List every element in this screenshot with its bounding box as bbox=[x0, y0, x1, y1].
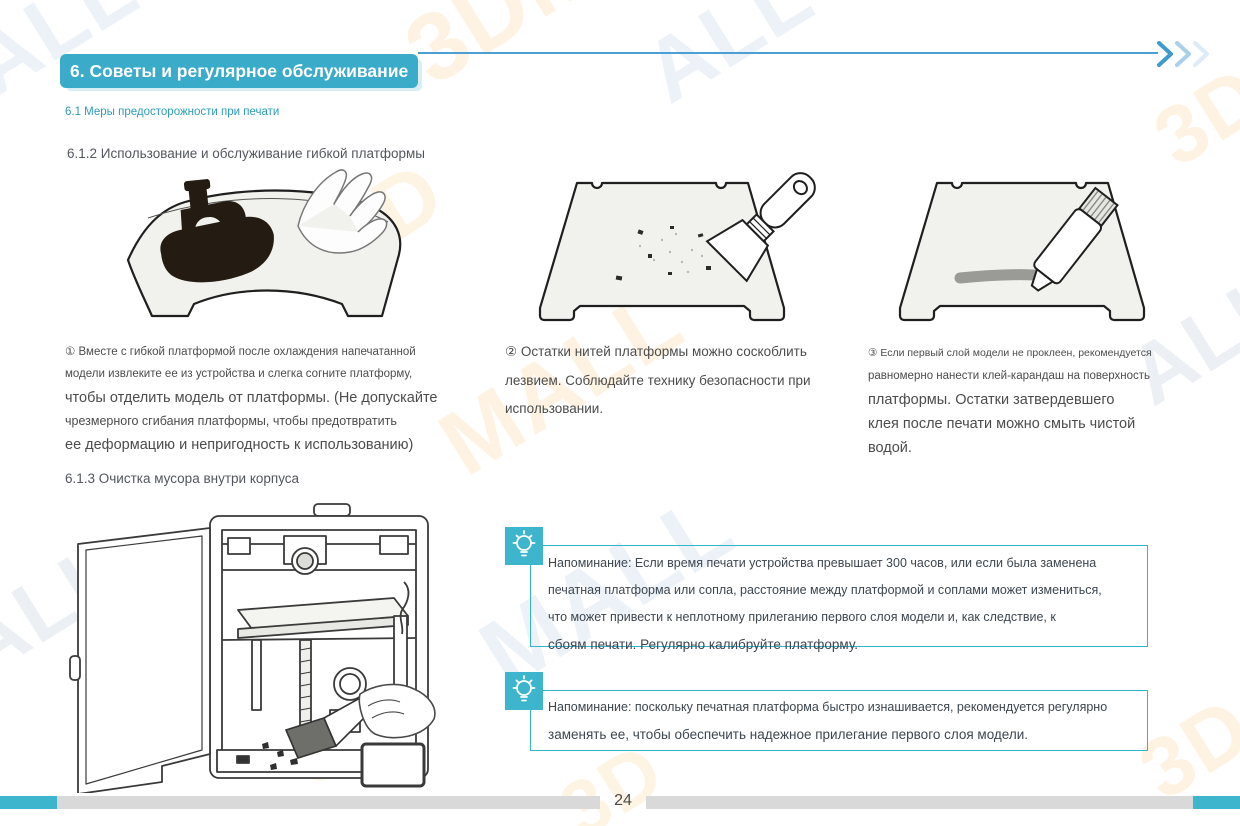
figure-flex-platform-remove-model bbox=[126, 169, 402, 318]
scraper-illustration bbox=[705, 172, 816, 283]
footer-accent-right bbox=[1193, 796, 1240, 809]
benchy-model-silhouette bbox=[160, 179, 274, 283]
glue-stick-illustration bbox=[1030, 186, 1119, 292]
reminder-box-platform-wear bbox=[530, 690, 1148, 751]
lightbulb-icon bbox=[505, 527, 543, 565]
glue-stripe bbox=[954, 269, 1048, 284]
hand-illustration bbox=[358, 683, 436, 739]
figure-platform-scraper bbox=[538, 172, 816, 322]
caption-step-3: ③ Если первый слой модели не проклеен, р… bbox=[868, 347, 1152, 456]
section-6-1-heading: 6.1 Меры предосторожности при печати bbox=[65, 106, 280, 118]
header-rule bbox=[418, 52, 1158, 54]
caption-step-1: ① Вместе с гибкой платформой после охлаж… bbox=[65, 346, 438, 453]
figure-platform-glue-stick bbox=[898, 181, 1146, 322]
footer-bar-left bbox=[57, 796, 600, 809]
lightbulb-icon bbox=[505, 672, 543, 710]
reminder-box-calibration bbox=[530, 545, 1148, 647]
reminder-text-platform-wear: Напоминание: поскольку печатная платформ… bbox=[548, 700, 1108, 742]
hand-illustration bbox=[297, 169, 388, 254]
chapter-title-banner: 6. Советы и регулярное обслуживание bbox=[60, 54, 418, 88]
figure-printer-cleaning bbox=[69, 503, 436, 793]
dust-specks bbox=[638, 232, 704, 274]
page-number: 24 bbox=[614, 792, 632, 809]
section-6-1-2-heading: 6.1.2 Использование и обслуживание гибко… bbox=[67, 146, 426, 161]
chevrons-right-icon bbox=[1157, 41, 1209, 67]
footer-bar-right bbox=[646, 796, 1193, 809]
reminder-text-calibration: Напоминание: Если время печати устройств… bbox=[548, 556, 1102, 652]
footer-accent-left bbox=[0, 796, 57, 809]
caption-step-2: ② Остатки нитей платформы можно соскобли… bbox=[505, 344, 811, 416]
section-6-1-3-heading: 6.1.3 Очистка мусора внутри корпуса bbox=[65, 471, 300, 486]
chapter-title: 6. Советы и регулярное обслуживание bbox=[70, 61, 409, 81]
